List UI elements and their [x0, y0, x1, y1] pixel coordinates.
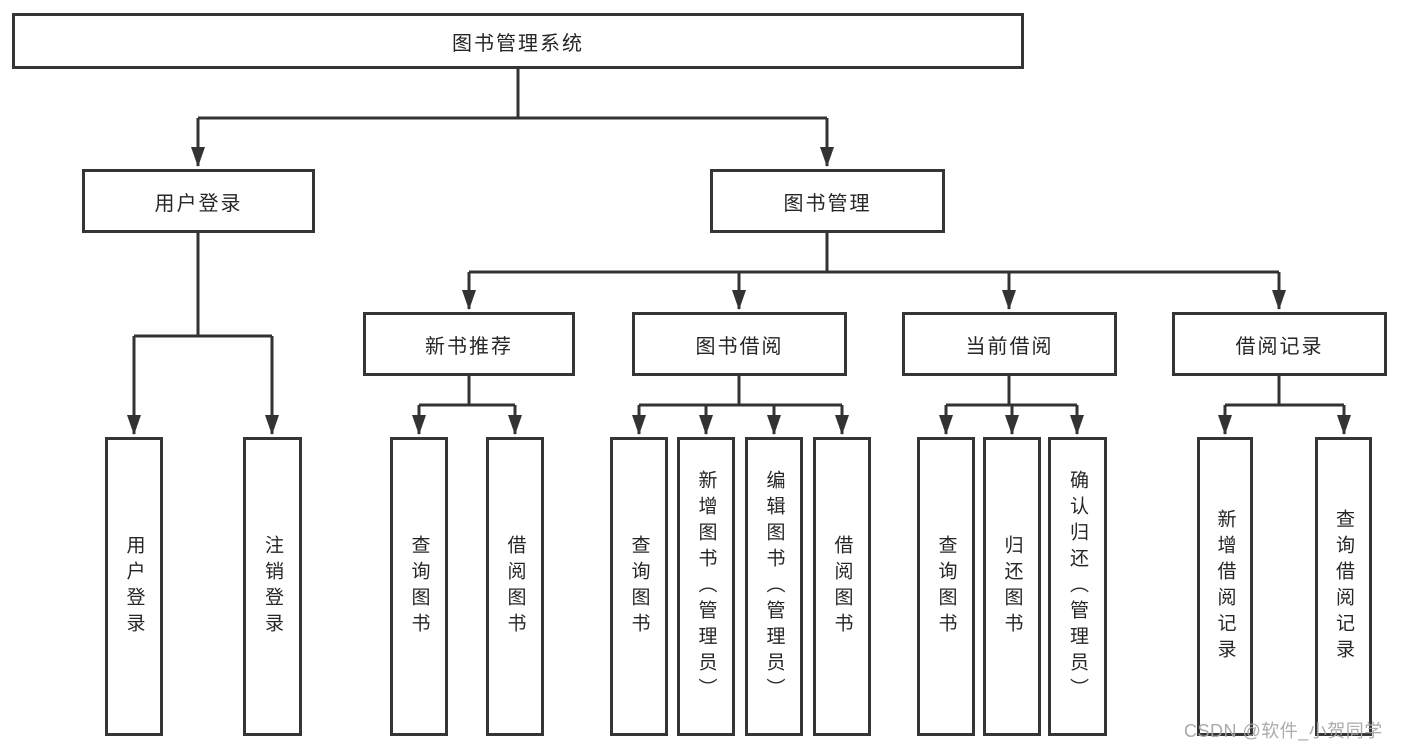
leaf-add-borrow-record: 新增借阅记录 [1197, 437, 1253, 736]
node-new-book-recommend: 新书推荐 [363, 312, 575, 376]
leaf-user-login-label: 用户登录 [123, 534, 145, 639]
leaf-query-borrow-record: 查询借阅记录 [1315, 437, 1372, 736]
leaf-confirm-return-admin-label: 确认归还（管理员） [1067, 469, 1088, 704]
node-current-borrow: 当前借阅 [902, 312, 1117, 376]
leaf-return-book: 归还图书 [983, 437, 1041, 736]
leaf-user-login: 用户登录 [105, 437, 163, 736]
node-borrow-records: 借阅记录 [1172, 312, 1387, 376]
leaf-confirm-return-admin: 确认归还（管理员） [1048, 437, 1107, 736]
leaf-add-borrow-record-label: 新增借阅记录 [1214, 508, 1236, 665]
leaf-query-borrow-record-label: 查询借阅记录 [1333, 508, 1354, 665]
leaf-edit-book-admin-label: 编辑图书（管理员） [763, 469, 785, 704]
node-book-management-label: 图书管理 [783, 192, 872, 215]
leaf-query-books-borrow: 查询图书 [610, 437, 668, 736]
leaf-add-book-admin: 新增图书（管理员） [677, 437, 735, 736]
leaf-query-books-recommend-label: 查询图书 [408, 534, 430, 639]
node-user-login: 用户登录 [82, 169, 315, 233]
node-current-borrow-label: 当前借阅 [965, 335, 1054, 358]
leaf-query-books-current-label: 查询图书 [935, 534, 957, 639]
node-book-borrow: 图书借阅 [632, 312, 847, 376]
node-user-login-label: 用户登录 [154, 192, 243, 215]
node-root: 图书管理系统 [12, 13, 1024, 69]
leaf-edit-book-admin: 编辑图书（管理员） [745, 437, 803, 736]
node-book-borrow-label: 图书借阅 [695, 335, 784, 358]
leaf-borrow-books-label: 借阅图书 [831, 534, 853, 639]
leaf-return-book-label: 归还图书 [1001, 534, 1023, 639]
leaf-query-books-recommend: 查询图书 [390, 437, 448, 736]
node-borrow-records-label: 借阅记录 [1235, 335, 1324, 358]
node-new-book-recommend-label: 新书推荐 [425, 335, 513, 358]
leaf-borrow-books: 借阅图书 [813, 437, 871, 736]
leaf-query-books-borrow-label: 查询图书 [628, 534, 650, 639]
leaf-logout-label: 注销登录 [262, 534, 283, 639]
leaf-borrow-books-recommend: 借阅图书 [486, 437, 544, 736]
leaf-logout: 注销登录 [243, 437, 302, 736]
csdn-watermark: CSDN @软件_小贺同学 [1184, 721, 1383, 741]
node-root-label: 图书管理系统 [452, 32, 584, 55]
node-book-management: 图书管理 [710, 169, 945, 233]
leaf-query-books-current: 查询图书 [917, 437, 975, 736]
leaf-borrow-books-recommend-label: 借阅图书 [504, 534, 526, 639]
leaf-add-book-admin-label: 新增图书（管理员） [695, 469, 717, 704]
